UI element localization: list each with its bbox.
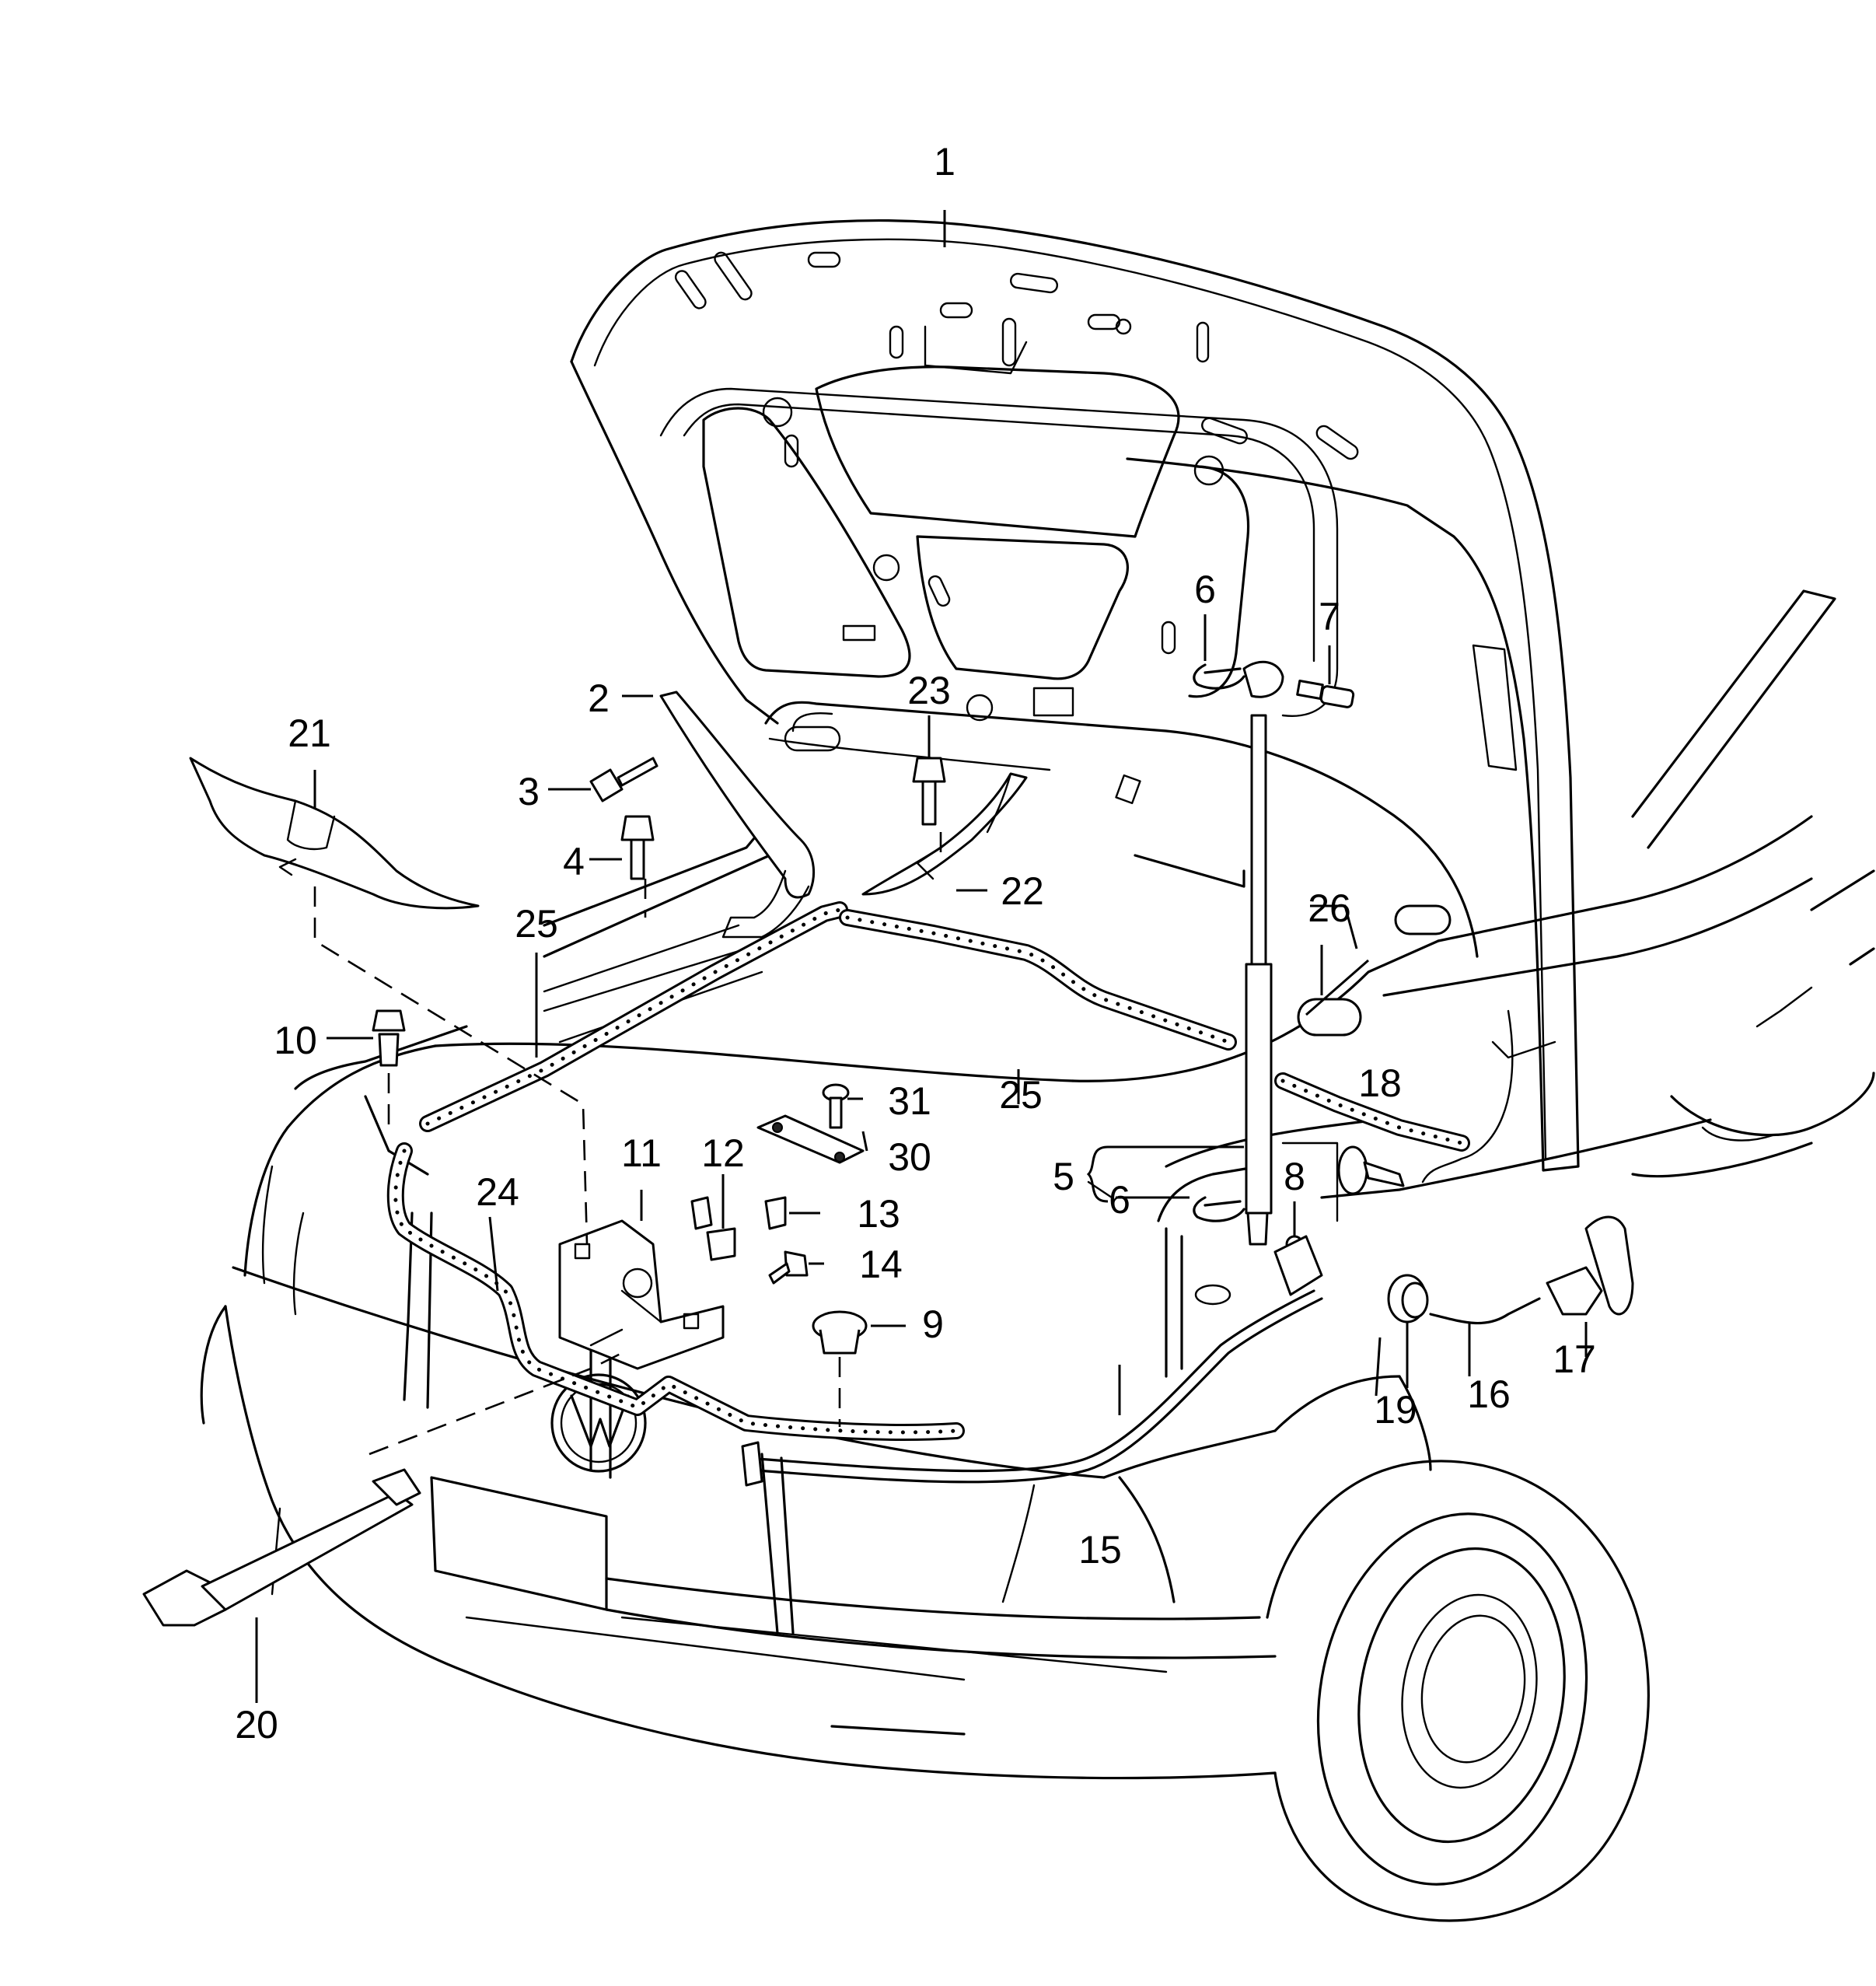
callout-21: 21 xyxy=(288,712,331,755)
part-4-bolt xyxy=(620,815,655,880)
seal-strip-24 xyxy=(386,1142,965,1441)
seal-strip-25 xyxy=(419,901,1470,1152)
callout-1: 1 xyxy=(934,140,955,184)
callout-26: 26 xyxy=(1308,886,1351,930)
assembly-lines xyxy=(313,832,1168,1456)
part-9-grommet xyxy=(812,1310,868,1355)
part-18-grommet xyxy=(1337,1145,1405,1195)
callout-30: 30 xyxy=(888,1135,931,1179)
callout-13: 13 xyxy=(857,1192,900,1236)
bonnet xyxy=(570,219,1580,1172)
vw-badge: VW xyxy=(550,1373,647,1473)
part-30-plate xyxy=(756,1114,865,1164)
callout-25-right: 25 xyxy=(999,1073,1043,1117)
callout-18: 18 xyxy=(1358,1061,1402,1105)
part-31-screw xyxy=(822,1083,850,1129)
part-6-clip-upper xyxy=(1193,663,1245,690)
part-5-gas-strut xyxy=(1242,660,1284,1246)
part-12-switch xyxy=(690,1196,736,1261)
part-2-bracket xyxy=(659,691,816,899)
part-11-lock xyxy=(558,1219,725,1370)
callout-2: 2 xyxy=(588,677,610,720)
callout-3: 3 xyxy=(518,770,540,813)
callout-31: 31 xyxy=(888,1079,931,1123)
callout-24: 24 xyxy=(476,1170,519,1214)
callout-14: 14 xyxy=(859,1243,903,1286)
part-19-grommet xyxy=(1387,1274,1429,1323)
part-20-handle xyxy=(142,1468,421,1627)
callout-16: 16 xyxy=(1467,1372,1511,1416)
part-26-grommet xyxy=(1297,904,1452,1037)
part-10-clip xyxy=(372,1009,406,1067)
part-15-cable xyxy=(745,1297,1323,1484)
part-21-insulation xyxy=(189,757,480,910)
callout-15: 15 xyxy=(1078,1528,1122,1572)
callout-19: 19 xyxy=(1374,1388,1417,1432)
part-3-bolt xyxy=(589,757,659,802)
part-17-lever xyxy=(1546,1215,1634,1316)
part-14-screw xyxy=(768,1250,809,1285)
callout-9: 9 xyxy=(922,1302,944,1346)
callout-10: 10 xyxy=(274,1019,317,1062)
part-13-clip xyxy=(764,1196,787,1230)
callout-8: 8 xyxy=(1284,1155,1305,1198)
callout-12: 12 xyxy=(701,1131,745,1175)
callout-6-upper: 6 xyxy=(1194,568,1216,611)
callout-17: 17 xyxy=(1553,1337,1596,1381)
callout-22: 22 xyxy=(1001,869,1044,913)
callout-25-left: 25 xyxy=(515,902,558,946)
part-7-ball-stud xyxy=(1296,680,1355,708)
callout-23: 23 xyxy=(907,669,951,712)
callout-labels: 1 2 3 4 5 6 6 7 8 9 10 11 12 13 14 15 16… xyxy=(235,140,1596,1746)
leader-lines xyxy=(255,210,1588,1703)
callout-7: 7 xyxy=(1319,595,1340,638)
part-23-bolt xyxy=(912,757,946,826)
callout-4: 4 xyxy=(563,840,585,883)
callout-6-lower: 6 xyxy=(1109,1178,1130,1222)
part-16-cable xyxy=(1429,1297,1541,1325)
callout-5: 5 xyxy=(1053,1155,1074,1198)
part-6-clip-lower xyxy=(1193,1196,1245,1222)
part-8-ball-stud xyxy=(1273,1235,1323,1296)
callout-11: 11 xyxy=(621,1131,662,1175)
callout-20: 20 xyxy=(235,1703,278,1746)
